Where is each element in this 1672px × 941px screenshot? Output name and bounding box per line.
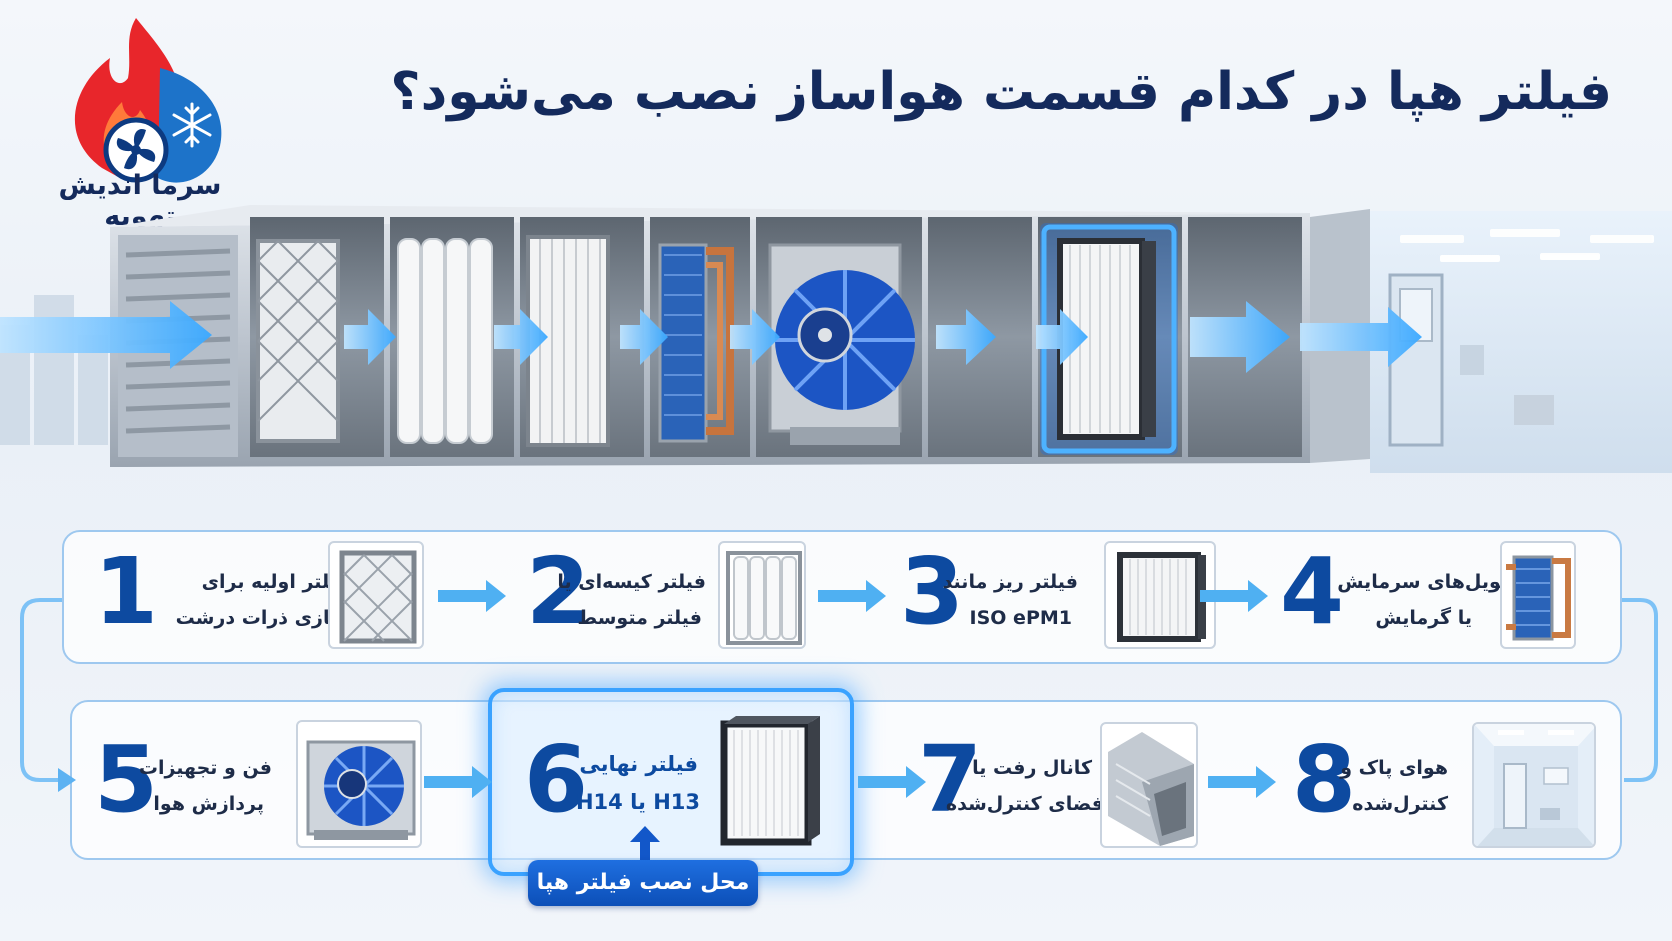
centrifugal-fan [768,243,915,445]
step-3-line2: ISO ePM1 [969,607,1072,629]
step-3-line1: فیلتر ریز مانند [942,571,1078,593]
heating-cooling-coil [658,243,734,443]
fine-filter-icon [1104,541,1216,649]
step-7-number: 7 [918,726,983,833]
flow-arrow-1 [438,580,506,612]
snowflake-drop-icon [158,68,222,183]
flow-arrow-6 [858,766,926,798]
hepa-filter-icon [716,712,828,852]
step-2-number: 2 [526,538,591,645]
step-8-number: 8 [1292,726,1357,833]
flow-arrow-7 [1208,766,1276,798]
step-2: 2 فیلتر کیسه‌ای یا فیلتر متوسط [520,532,720,662]
step-3: 3 فیلتر ریز مانند ISO ePM1 [896,532,1096,662]
step-8-line2: کنترل‌شده [1352,793,1448,815]
step-6-line2: H13 یا H14 [575,790,700,814]
prefilter [256,239,340,443]
fine-filter [526,235,610,447]
step-6-line1: فیلتر نهایی [579,752,698,776]
bag-filter [397,238,493,444]
bag-filter-icon [718,541,806,649]
duct-icon [1100,722,1198,848]
step-8-line1: هوای پاک و [1340,757,1448,779]
brand-logo [74,18,222,183]
coil-icon [1500,541,1576,649]
step-7-line2: فضای کنترل‌شده [945,793,1104,815]
step-5: 5 فن و تجهیزات پردازش هوا [80,720,290,850]
step-2-line1: فیلتر کیسه‌ای یا [557,571,706,593]
process-row-top [62,530,1622,664]
air-handling-unit-illustration [0,205,1672,473]
hepa-location-badge: محل نصب فیلتر هپا [528,860,758,906]
step-1-line1: فیلتر اولیه برای [201,571,350,593]
step-6: 6 فیلتر نهایی H13 یا H14 [520,720,720,850]
badge-up-arrow-icon [630,826,660,862]
step-4: 4 کویل‌های سرمایش یا گرمایش [1272,532,1512,662]
step-4-number: 4 [1280,538,1345,645]
cleanroom-view [1370,211,1672,473]
flow-arrow-2 [818,580,886,612]
airflow-arrows [0,301,1422,373]
panel-prefilter-icon [328,541,424,649]
step-5-number: 5 [94,726,159,833]
step-1-number: 1 [94,538,159,645]
flow-arrow-5 [424,766,492,798]
fan-icon [296,720,422,848]
step-4-line2: یا گرمایش [1375,607,1472,629]
step-7: 7 کانال رفت یا فضای کنترل‌شده [918,720,1104,850]
step-5-line1: فن و تجهیزات [138,757,272,779]
step-3-number: 3 [900,538,965,645]
step-5-line2: پردازش هوا [153,793,264,815]
page-title: فیلتر هپا در کدام قسمت هواساز نصب می‌شود… [390,62,1612,122]
flow-arrow-3 [1200,580,1268,612]
step-7-line1: کانال رفت یا [972,757,1092,779]
step-2-line2: فیلتر متوسط [577,607,702,629]
cleanroom-icon [1472,722,1596,848]
step-4-line1: کویل‌های سرمایش [1337,571,1512,593]
step-8: 8 هوای پاک و کنترل‌شده [1288,720,1468,850]
step-6-number: 6 [524,726,589,833]
fan-icon [103,117,169,183]
